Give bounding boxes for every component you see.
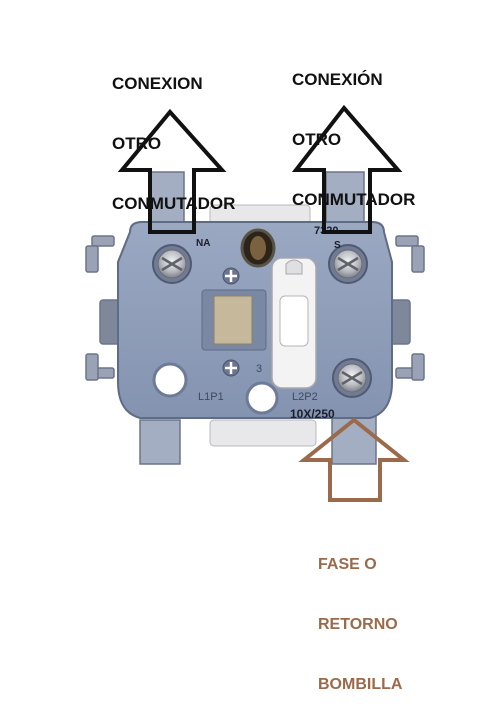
arrow-up-left xyxy=(117,108,227,234)
label-line: CONMUTADOR xyxy=(112,194,236,213)
bottom-center-hole xyxy=(245,381,279,415)
marking-right-position: L2P2 xyxy=(292,391,318,403)
terminal-screw-top-left xyxy=(152,244,192,284)
center-window xyxy=(213,295,253,345)
arrow-up-brown xyxy=(298,417,410,502)
marking-left-position: L1P1 xyxy=(198,391,224,403)
label-left-connection: CONEXION OTRO CONMUTADOR xyxy=(112,34,235,234)
marking-center-number: 3 xyxy=(256,363,262,375)
label-right-connection: CONEXIÓN OTRO CONMUTADOR xyxy=(292,30,415,230)
label-line: OTRO xyxy=(112,134,162,153)
marking-terminal-left: NA xyxy=(196,238,210,249)
switch-device: NA 7320 S L1P1 L2P2 3 10X/250 xyxy=(85,171,425,465)
label-line: BOMBILLA xyxy=(318,676,403,693)
label-line: CONEXION xyxy=(112,74,203,93)
label-line: RETORNO xyxy=(318,616,398,633)
label-line: CONEXIÓN xyxy=(292,70,383,89)
terminal-screw-top-right xyxy=(328,244,368,284)
bottom-white-frame xyxy=(209,419,317,447)
label-line: CONMUTADOR xyxy=(292,190,416,209)
bottom-left-hole xyxy=(152,362,188,398)
marking-terminal-right: S xyxy=(334,240,341,251)
marking-rating: 10X/250 xyxy=(290,407,335,421)
small-screws xyxy=(222,267,240,377)
terminal-screw-bottom-right xyxy=(332,358,372,398)
label-line: OTRO xyxy=(292,130,342,149)
switch-wiring-diagram: NA 7320 S L1P1 L2P2 3 10X/250 xyxy=(85,104,425,502)
arrow-up-right xyxy=(291,104,403,234)
label-phase-return: FASE O RETORNO BOMBILLA xyxy=(318,515,402,715)
label-line: FASE O xyxy=(318,556,377,573)
rocker-mechanism xyxy=(271,257,317,389)
